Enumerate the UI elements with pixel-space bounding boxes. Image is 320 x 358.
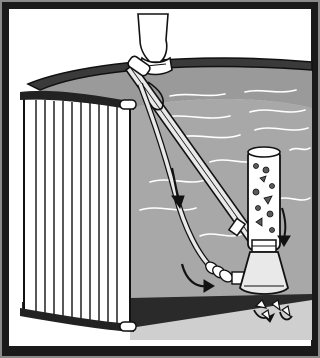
- pool-wall-icon: [20, 91, 136, 332]
- filter-canister-icon: [248, 147, 280, 252]
- wall-bottom-clip: [120, 322, 136, 331]
- wall-top-clip: [120, 100, 136, 109]
